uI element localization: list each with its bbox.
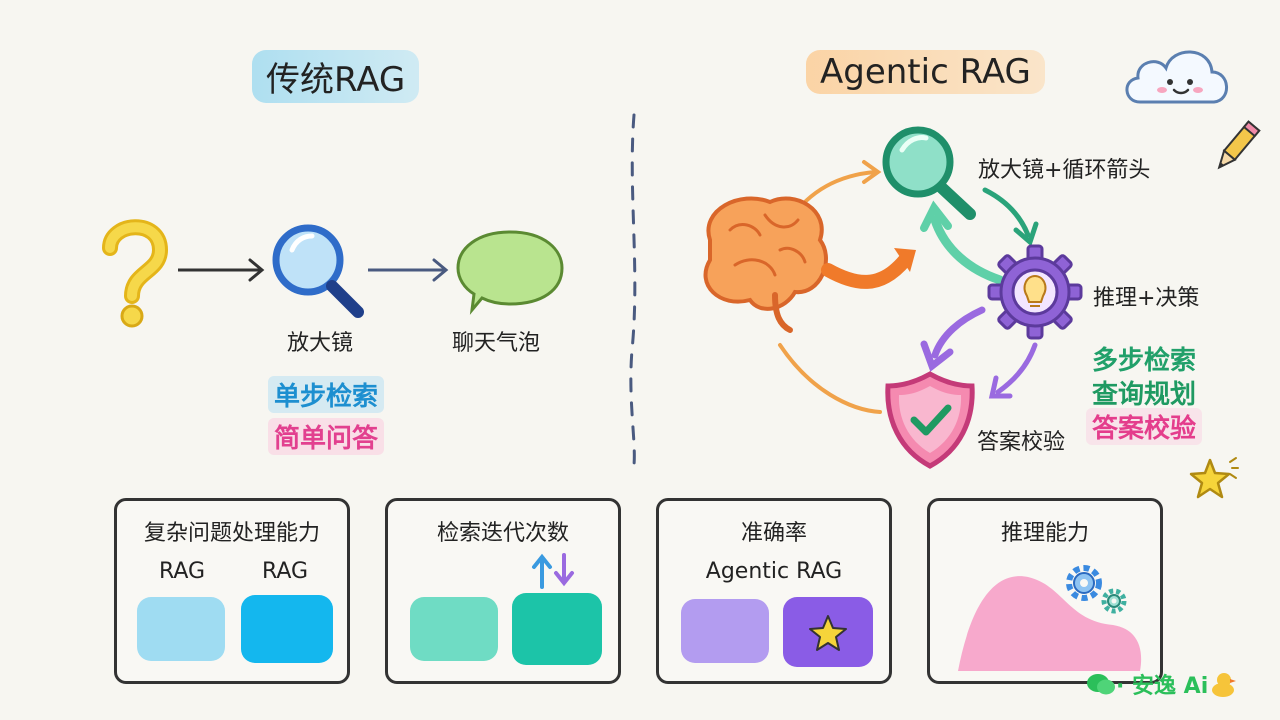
panel-title: 检索迭代次数 bbox=[436, 521, 569, 546]
shield-check-icon bbox=[885, 371, 975, 469]
tag-answer-verification: 答案校验 bbox=[1086, 408, 1203, 445]
up-down-arrows-icon bbox=[532, 553, 574, 589]
swatch-agentic bbox=[512, 593, 602, 665]
star-icon bbox=[809, 615, 847, 651]
tag-single-step-retrieval: 单步检索 bbox=[268, 376, 385, 413]
tag-simple-qa: 简单问答 bbox=[268, 418, 385, 455]
section-divider bbox=[629, 113, 637, 467]
agentic-rag-title: Agentic RAG bbox=[806, 50, 1045, 94]
magnifier-loop-icon bbox=[882, 126, 976, 220]
tag-query-planning: 查询规划 bbox=[1092, 380, 1197, 410]
question-mark-icon bbox=[102, 219, 169, 328]
wechat-icon bbox=[1087, 674, 1115, 695]
watermark: · 安逸 Ai bbox=[1086, 668, 1238, 700]
reason-decide-label: 推理+决策 bbox=[1093, 286, 1200, 311]
gears-icon bbox=[1066, 565, 1127, 614]
swatch-traditional bbox=[410, 597, 498, 661]
panel-complex-question-handling: 复杂问题处理能力 RAG RAG bbox=[114, 498, 350, 684]
panel-title: 推理能力 bbox=[1000, 521, 1089, 546]
pencil-icon bbox=[1217, 120, 1261, 170]
reasoning-curve bbox=[958, 576, 1142, 671]
panel-retrieval-iterations: 检索迭代次数 bbox=[385, 498, 621, 684]
brain-icon bbox=[703, 196, 828, 333]
magnifier-icon bbox=[272, 224, 364, 318]
agentic-rag-loop bbox=[703, 126, 1083, 469]
swatch-agentic bbox=[241, 595, 333, 663]
answer-verify-label: 答案校验 bbox=[977, 430, 1066, 455]
panel-title: 准确率 bbox=[740, 521, 807, 546]
cloud-icon bbox=[1125, 50, 1228, 104]
duck-icon bbox=[1212, 673, 1237, 697]
sparkle-star-icon bbox=[1189, 457, 1239, 499]
panel-sub-left: RAG bbox=[159, 559, 206, 584]
traditional-rag-title: 传统RAG bbox=[252, 50, 420, 103]
panel-accuracy: 准确率 Agentic RAG bbox=[656, 498, 892, 684]
chat-bubble-icon bbox=[456, 230, 564, 315]
swatch-traditional bbox=[681, 599, 769, 663]
retrieve-loop-label: 放大镜+循环箭头 bbox=[978, 158, 1151, 183]
panel-title: 复杂问题处理能力 bbox=[143, 521, 320, 546]
watermark-text: · 安逸 Ai bbox=[1116, 674, 1209, 699]
tag-multi-step-retrieval: 多步检索 bbox=[1092, 346, 1197, 376]
traditional-rag-flow bbox=[102, 219, 564, 328]
panel-sub-agentic: Agentic RAG bbox=[705, 559, 843, 584]
swatch-traditional bbox=[137, 597, 225, 661]
chat-bubble-label: 聊天气泡 bbox=[452, 331, 541, 356]
panel-reasoning-ability: 推理能力 bbox=[927, 498, 1163, 684]
magnifier-label: 放大镜 bbox=[287, 331, 354, 356]
panel-sub-right: RAG bbox=[262, 559, 309, 584]
gear-lightbulb-icon bbox=[987, 244, 1083, 340]
